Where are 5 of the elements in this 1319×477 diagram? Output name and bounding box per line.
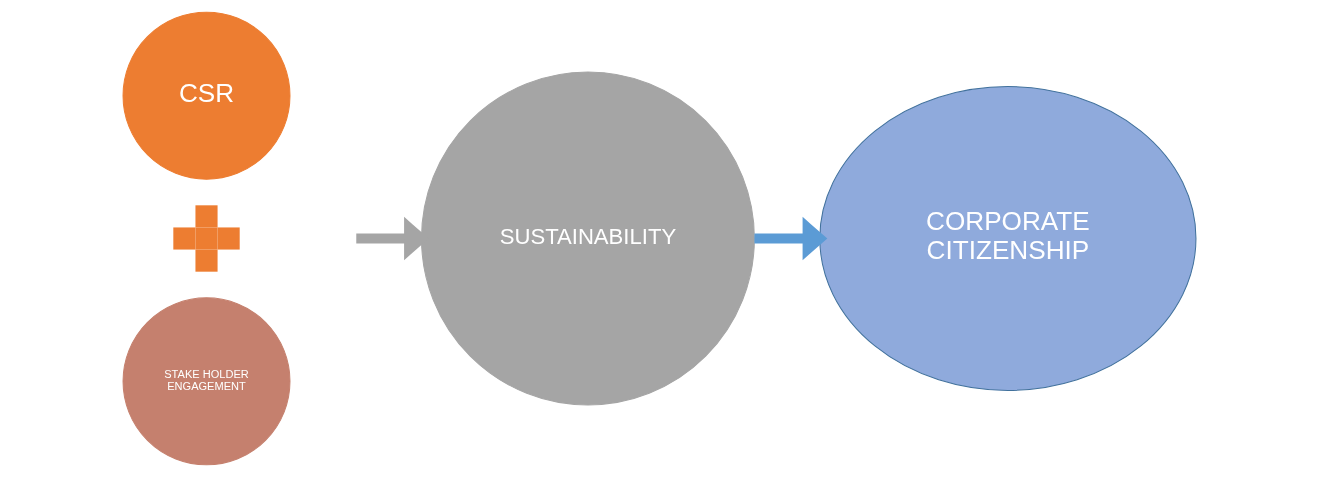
node-circle: SUSTAINABILITY <box>420 71 755 406</box>
arrow <box>754 216 828 261</box>
node-ellipse: CORPORATE CITIZENSHIP <box>819 86 1197 391</box>
node-circle: STAKE HOLDER ENGAGEMENT <box>122 297 291 466</box>
node-circle: CSR <box>122 11 291 180</box>
